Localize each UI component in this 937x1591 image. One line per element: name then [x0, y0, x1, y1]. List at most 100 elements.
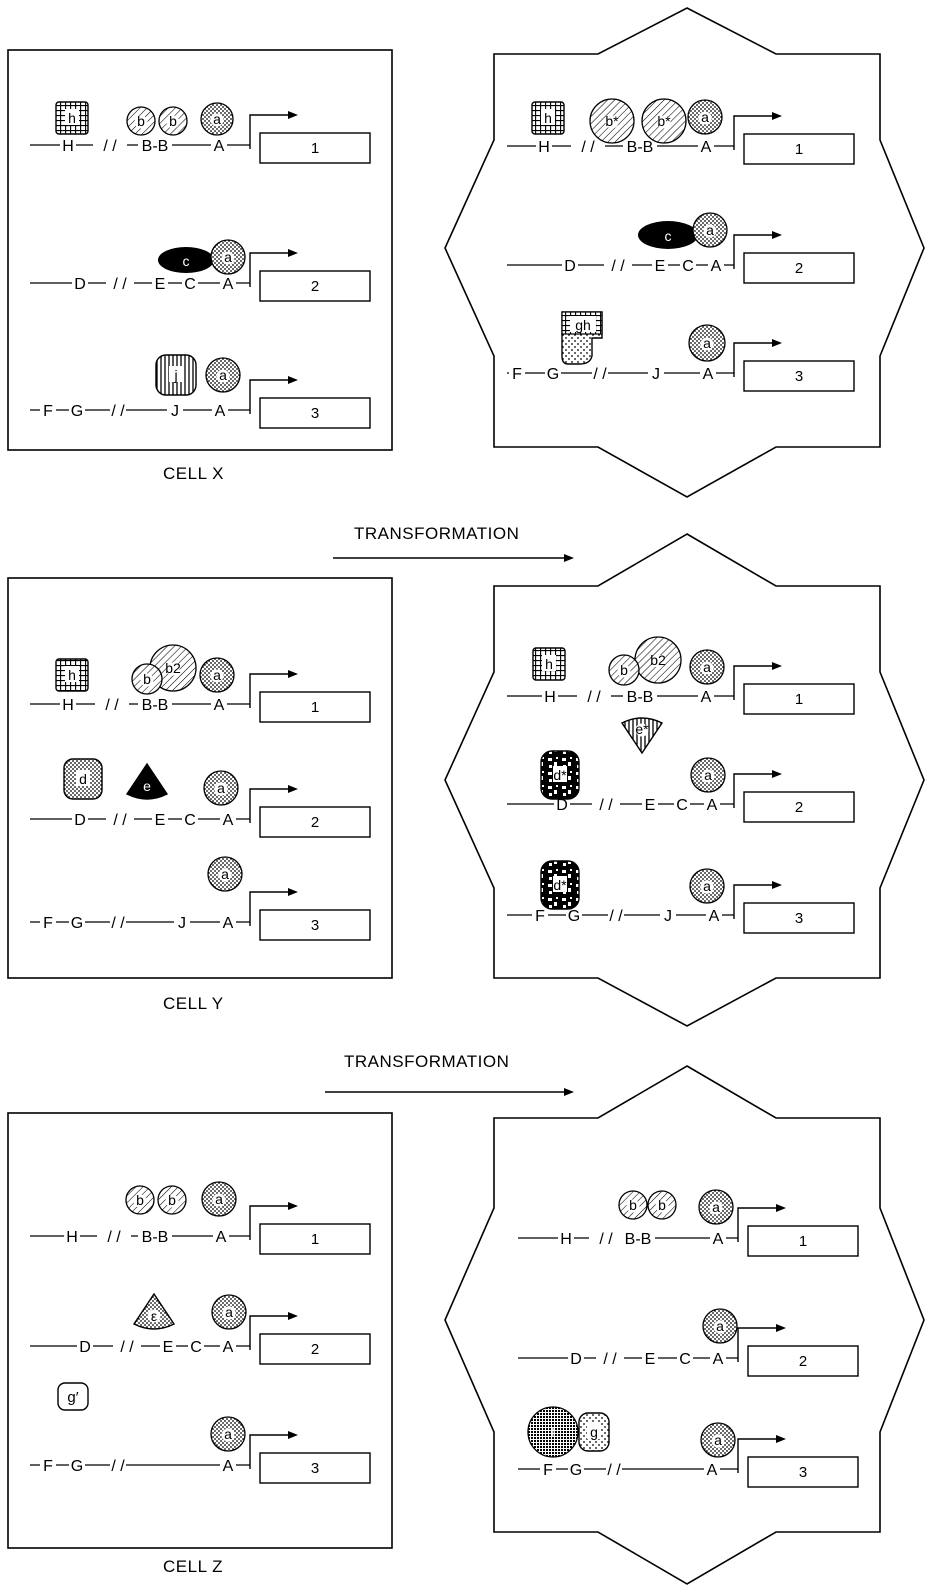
cell-z-gene-1-arrowhead [288, 1202, 298, 1210]
cell-z-protein-a2-label: a [225, 1304, 233, 1320]
cell-y-t-dna-2-site-4: A [707, 797, 718, 814]
cell-x-protein-j-label: j [173, 367, 177, 383]
cell-y-dna-3-site-3: J [178, 915, 186, 932]
cell-y-t-dna-3-site-3: J [664, 908, 672, 925]
cell-x-t-dna-2-site-0: D [564, 258, 576, 275]
cell-x-gene-2-label: 2 [311, 278, 319, 295]
cell-x-dna-2-site-4: A [223, 276, 234, 293]
cell-x-t-dna-2-site-2: E [655, 258, 666, 275]
cell-x-protein-c-label: c [183, 253, 190, 269]
cell-x-protein-a2-label: a [224, 249, 232, 265]
cell-y-t-protein-b-label: b [620, 662, 628, 678]
cell-z-dna-2-site-2: E [163, 1339, 174, 1356]
cell-y-dna-1-site-3: A [214, 697, 225, 714]
cell-y-t-dna-3-site-2: / / [609, 908, 623, 925]
cell-x-dna-2-site-2: E [155, 276, 166, 293]
cell-y-t-dna-2-site-1: / / [599, 797, 613, 814]
cell-x-gene-1-label: 1 [311, 140, 319, 157]
cell-z-dna-3-site-1: G [71, 1458, 83, 1475]
cell-x-t-gene-2-arrowhead [772, 231, 782, 239]
cell-x-gene-2-arrowhead [288, 249, 298, 257]
cell-z-t-dna-2-site-2: E [645, 1351, 656, 1368]
cell-x-t-gene-2-label: 2 [795, 260, 803, 277]
cell-y-t-dna-2-site-3: C [676, 797, 688, 814]
cell-y-t-gene-2-label: 2 [795, 799, 803, 816]
cell-z-t-dna-2-site-4: A [713, 1351, 724, 1368]
cell-y-t-protein-h-label: h [545, 656, 553, 672]
cell-z-protein-b1-label: b [136, 1192, 144, 1208]
cell-y-t-dna-3-site-1: G [568, 908, 580, 925]
cell-z-t-dna-3-site-3: A [707, 1462, 718, 1479]
cell-x-t-protein-gh-label: gh [575, 317, 591, 333]
cell-x-protein-h-label: h [68, 110, 76, 126]
cell-x-t-protein-a2-label: a [706, 222, 714, 238]
cell-y-t-dna-1-site-0: H [544, 689, 556, 706]
cell-z-t-dna-1-site-1: / / [599, 1231, 613, 1248]
cell-x-caption: CELL X [163, 464, 224, 484]
cell-y-protein-a1-label: a [213, 667, 221, 683]
cell-z-protein-g-prime-label: g′ [67, 1389, 78, 1406]
cell-x-gene-1-arrowhead [288, 111, 298, 119]
cell-z-t-dna-1-site-3: A [713, 1231, 724, 1248]
cell-x-dna-3-site-3: J [171, 403, 179, 420]
cell-z-t-gene-1-label: 1 [799, 1233, 807, 1250]
cell-y-t-dna-3-site-4: A [709, 908, 720, 925]
cell-z-gene-3-label: 3 [311, 1460, 319, 1477]
cell-z-t-gene-1-arrowhead [776, 1204, 786, 1212]
cell-y-t-dna-2-site-2: E [645, 797, 656, 814]
cell-y-t-dna-1-site-1: / / [587, 689, 601, 706]
cell-x-t-dna-1-site-0: H [538, 139, 550, 156]
cell-x-t-dna-2-site-3: C [682, 258, 694, 275]
cell-y-t-gene-3-label: 3 [795, 910, 803, 927]
cell-x-gene-3-label: 3 [311, 405, 319, 422]
cell-z-gene-2-arrowhead [288, 1312, 298, 1320]
cell-z-protein-b2-label: b [168, 1192, 176, 1208]
cell-z-t-protein-a3-label: a [714, 1432, 722, 1448]
cell-x-t-protein-b2-label: b* [657, 113, 671, 129]
cell-z-t-protein-b2-label: b [658, 1197, 666, 1213]
cell-x-protein-b1-label: b [137, 113, 145, 129]
cell-x-t-gene-1-arrowhead [772, 112, 782, 120]
cell-x-protein-b2-label: b [169, 113, 177, 129]
cell-z-t-protein-f-label: f [551, 1424, 555, 1440]
cell-z-protein-a1-label: a [215, 1191, 223, 1207]
cell-x-t-protein-h-label: h [544, 110, 552, 126]
cell-z-dna-3-site-2: / / [111, 1458, 125, 1475]
cell-y-dna-2-site-2: E [155, 812, 166, 829]
cell-y-dna-1-site-0: H [62, 697, 74, 714]
cell-x-gene-3-arrowhead [288, 376, 298, 384]
cell-z-dna-2-site-4: A [223, 1339, 234, 1356]
cell-y-protein-b2-label: b2 [165, 660, 181, 676]
cell-y-t-dna-3-site-0: F [535, 908, 545, 925]
cell-z-protein-a3-label: a [224, 1426, 232, 1442]
cell-y-t-dna-1-site-2: B-B [627, 689, 654, 706]
cell-y-dna-2-site-0: D [74, 812, 86, 829]
cell-y-gene-2-label: 2 [311, 814, 319, 831]
cell-y-dna-3-site-1: G [71, 915, 83, 932]
cell-x-t-dna-3-site-4: A [703, 366, 714, 383]
cell-z-t-dna-2-site-0: D [570, 1351, 582, 1368]
cell-z-dna-2-site-3: C [190, 1339, 202, 1356]
cell-z-gene-1-label: 1 [311, 1231, 319, 1248]
cell-x-t-dna-3-site-0: F [512, 366, 522, 383]
cell-z-protein-epsilon-label: ε [151, 1308, 157, 1324]
cell-y-caption: CELL Y [163, 994, 224, 1014]
cell-y-transformed-star [445, 534, 924, 1026]
cell-y-t-gene-2-arrowhead [772, 770, 782, 778]
cell-x-dna-1-site-3: A [214, 138, 225, 155]
cell-z-t-gene-3-arrowhead [776, 1435, 786, 1443]
cell-z-gene-2-label: 2 [311, 1341, 319, 1358]
cell-x-t-gene-3-label: 3 [795, 368, 803, 385]
cell-y-gene-3-label: 3 [311, 917, 319, 934]
cell-z-caption: CELL Z [163, 1557, 223, 1577]
cell-x-protein-a3-label: a [219, 367, 227, 383]
cell-z-t-gene-2-label: 2 [799, 1353, 807, 1370]
cell-z-dna-3-site-0: F [43, 1458, 53, 1475]
cell-y-t-protein-a1-label: a [703, 659, 711, 675]
cell-x-dna-1-site-0: H [62, 138, 74, 155]
cell-y-protein-e-label: e [143, 778, 151, 794]
transformation-label-1: TRANSFORMATION [354, 524, 519, 544]
cell-y-t-protein-d1-label: d* [553, 767, 567, 783]
cell-z-t-dna-3-site-1: G [570, 1462, 582, 1479]
cell-z-dna-1-site-0: H [66, 1229, 78, 1246]
